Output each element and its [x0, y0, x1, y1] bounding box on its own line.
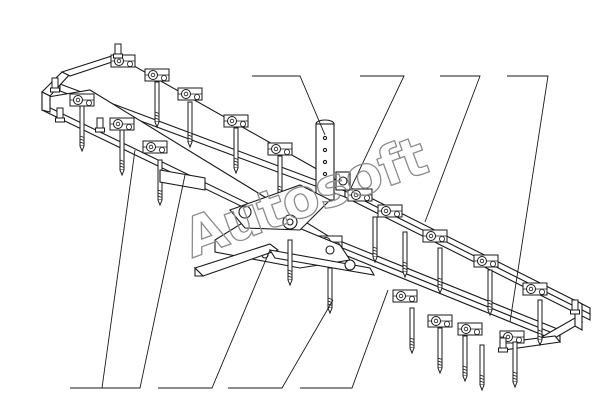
leader-7: [349, 75, 405, 191]
end-frame-left: [41, 53, 126, 113]
leader-6: [252, 75, 326, 136]
leader-4: [228, 299, 334, 389]
callout-leaders: [70, 75, 549, 389]
drawbar: [159, 169, 376, 277]
leader-9: [507, 75, 549, 323]
leader-3: [158, 249, 271, 389]
leader-5: [300, 289, 389, 389]
leader-2: [88, 174, 186, 389]
leader-8: [424, 75, 481, 223]
center-mast: [315, 119, 351, 201]
